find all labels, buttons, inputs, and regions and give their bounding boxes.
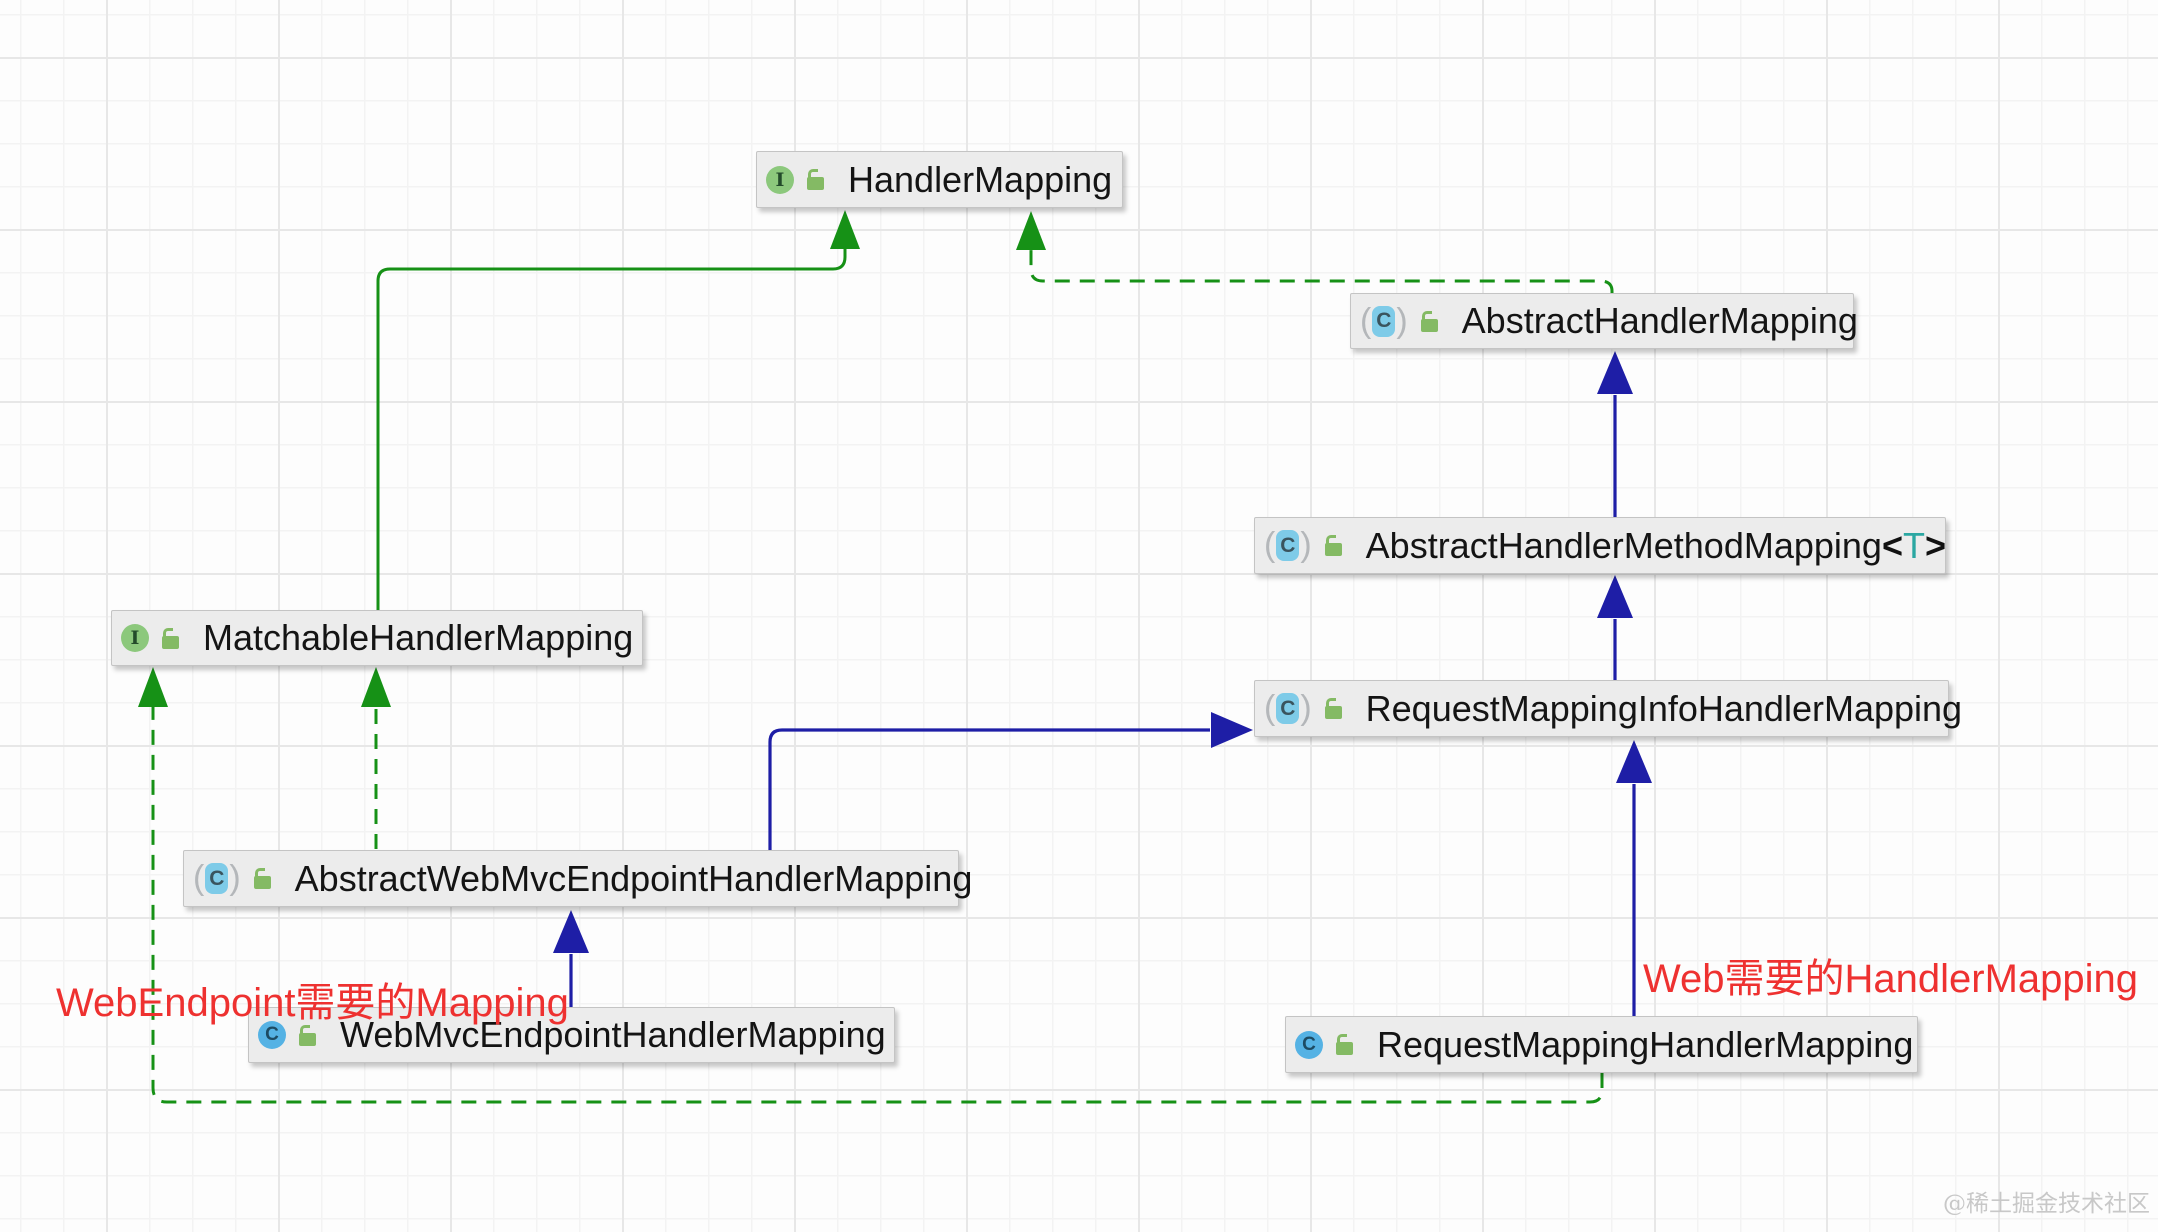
- lock-open-icon: [299, 1024, 316, 1046]
- class-name-label: AbstractHandlerMethodMapping<T>: [1365, 524, 1947, 566]
- class-node-abstractwebmvcendpointhandlermapping[interactable]: ( C ) AbstractWebMvcEndpointHandlerMappi…: [183, 850, 972, 907]
- edge-rmihm-extends-ahmm[interactable]: [1597, 575, 1633, 680]
- class-node-abstracthandlermethodmapping[interactable]: ( C ) AbstractHandlerMethodMapping<T>: [1254, 517, 1946, 574]
- annotation-web-handlermapping: Web需要的HandlerMapping: [1643, 957, 2139, 1001]
- class-name-label: RequestMappingHandlerMapping: [1377, 1023, 1914, 1065]
- generic-close-bracket: >: [1924, 524, 1947, 566]
- node-icons: C: [1295, 1030, 1353, 1059]
- class-name-label: WebMvcEndpointHandlerMapping: [340, 1014, 886, 1055]
- edge-ahmm-extends-ahm[interactable]: [1597, 351, 1633, 517]
- lock-open-icon: [1336, 1034, 1353, 1055]
- abstract-paren-icon: (: [1264, 689, 1276, 727]
- abstract-class-icon: C: [205, 863, 229, 894]
- abstract-class-icon: C: [1276, 693, 1300, 724]
- class-node-requestmappinginfohandlermapping[interactable]: ( C ) RequestMappingInfoHandlerMapping: [1254, 680, 1962, 737]
- abstract-paren-icon: (: [1360, 301, 1372, 340]
- node-icons: C: [258, 1021, 316, 1049]
- class-icon: C: [258, 1021, 286, 1049]
- class-node-handlermapping[interactable]: I HandlerMapping: [756, 151, 1123, 208]
- lock-open-icon: [807, 169, 824, 190]
- node-icons: ( C ): [1264, 689, 1342, 727]
- abstract-paren-icon: ): [229, 859, 241, 897]
- lock-open-icon: [162, 627, 179, 649]
- abstract-class-icon: C: [1276, 530, 1300, 561]
- generic-type-param: T: [1902, 524, 1925, 566]
- lock-open-icon: [253, 868, 271, 889]
- class-node-requestmappinghandlermapping[interactable]: C RequestMappingHandlerMapping: [1285, 1016, 1918, 1073]
- node-icons: I: [121, 624, 179, 652]
- lock-open-icon: [1324, 698, 1342, 719]
- lock-open-icon: [1324, 535, 1342, 556]
- class-node-abstracthandlermapping[interactable]: ( C ) AbstractHandlerMapping: [1350, 293, 1858, 349]
- abstract-paren-icon: (: [1264, 526, 1276, 564]
- interface-icon: I: [766, 165, 794, 194]
- edge-abstracthandlermapping-implements-handlermapping[interactable]: [1016, 211, 1614, 293]
- edge-abstractwebmvc-implements-matchable[interactable]: [361, 667, 391, 849]
- class-name-label: AbstractWebMvcEndpointHandlerMapping: [294, 857, 973, 899]
- node-icons: I: [766, 165, 824, 194]
- lock-open-icon: [1420, 310, 1438, 332]
- class-node-matchablehandlermapping[interactable]: I MatchableHandlerMapping: [111, 610, 643, 666]
- class-name-label: HandlerMapping: [848, 158, 1113, 200]
- class-name-label: AbstractHandlerMapping: [1461, 300, 1858, 341]
- edge-awmehm-extends-rmihm[interactable]: [768, 712, 1253, 850]
- edge-matchable-extends-handlermapping[interactable]: [376, 210, 860, 611]
- edge-requestmappinghandler-implements-matchable[interactable]: [138, 667, 1604, 1104]
- node-icons: ( C ): [1264, 526, 1342, 564]
- node-icons: ( C ): [1360, 301, 1438, 340]
- juejin-watermark: @稀土掘金技术社区: [1943, 1191, 2150, 1217]
- abstract-paren-icon: ): [1396, 301, 1408, 340]
- annotation-webendpoint-mapping: WebEndpoint需要的Mapping: [56, 981, 569, 1025]
- edge-rmhm-extends-rmihm[interactable]: [1616, 740, 1652, 1016]
- interface-icon: I: [121, 624, 149, 652]
- abstract-paren-icon: ): [1300, 689, 1312, 727]
- abstract-paren-icon: (: [193, 859, 205, 897]
- generic-open-bracket: <: [1881, 524, 1903, 566]
- class-node-webmvcendpointhandlermapping[interactable]: C WebMvcEndpointHandlerMapping: [248, 1007, 895, 1063]
- abstract-paren-icon: ): [1300, 526, 1312, 564]
- node-icons: ( C ): [193, 859, 271, 897]
- edge-wmehm-extends-awmehm[interactable]: [553, 910, 589, 1007]
- class-name-label: RequestMappingInfoHandlerMapping: [1365, 687, 1963, 729]
- class-icon: C: [1295, 1030, 1323, 1059]
- abstract-class-icon: C: [1372, 305, 1396, 337]
- class-name-label: MatchableHandlerMapping: [203, 617, 634, 658]
